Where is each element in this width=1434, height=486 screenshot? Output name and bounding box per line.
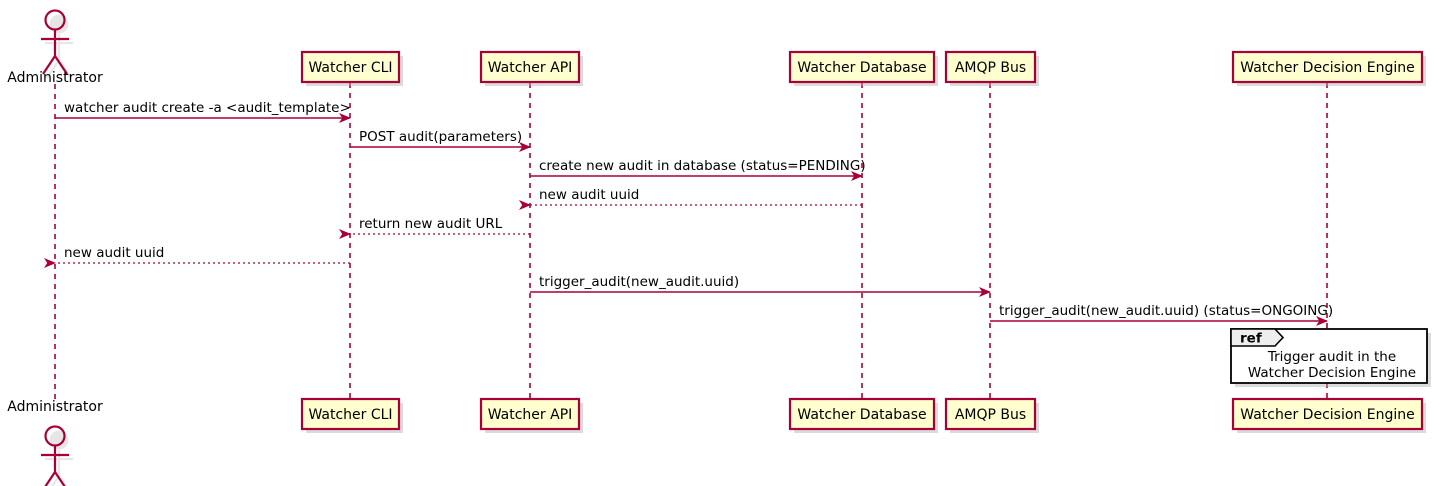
participant-amqp-bus[interactable]: AMQP Bus [944, 397, 1039, 433]
message-label: POST audit(parameters) [359, 129, 522, 145]
participant-box[interactable] [944, 50, 1037, 84]
message-msg-8: trigger_audit(new_audit.uuid) (status=ON… [990, 303, 1333, 326]
participant-watcher-decision-engine[interactable]: Watcher Decision Engine [1231, 397, 1426, 433]
actor-leg-left [44, 471, 56, 486]
participant-label: Watcher CLI [308, 60, 392, 76]
message-msg-3: create new audit in database (status=PEN… [530, 158, 866, 181]
message-label: new audit uuid [64, 245, 164, 261]
participant-label: Watcher Database [797, 60, 926, 76]
participant-watcher-api[interactable]: Watcher API [479, 397, 583, 433]
message-label: watcher audit create -a <audit_template> [64, 100, 351, 116]
actor-administrator[interactable]: Administrator [7, 9, 103, 87]
participant-label: Watcher API [488, 407, 573, 423]
ref-tab-label: ref [1240, 331, 1262, 347]
participant-box[interactable] [479, 50, 581, 84]
messages-layer: watcher audit create -a <audit_template>… [44, 100, 1333, 326]
message-msg-7: trigger_audit(new_audit.uuid) [530, 274, 991, 297]
participant-box[interactable] [944, 397, 1037, 431]
participant-box[interactable] [1231, 50, 1424, 84]
participant-box[interactable] [300, 397, 401, 431]
participant-label: AMQP Bus [955, 60, 1026, 76]
participant-box[interactable] [300, 50, 401, 84]
participant-watcher-cli[interactable]: Watcher CLI [300, 397, 403, 433]
actor-leg-right [54, 471, 66, 486]
participant-label: Watcher API [488, 60, 573, 76]
actor-leg-left [42, 55, 56, 75]
participant-watcher-database[interactable]: Watcher Database [788, 397, 938, 433]
participants-layer: Watcher CLI Watcher CLI Watcher API Watcher… [300, 50, 1426, 433]
participant-watcher-api[interactable]: Watcher API [479, 50, 583, 86]
message-label: trigger_audit(new_audit.uuid) [539, 274, 739, 290]
actor-shadow [45, 14, 73, 79]
participant-box[interactable] [788, 50, 936, 84]
ref-body-line: Trigger audit in the [1267, 349, 1396, 365]
message-label: trigger_audit(new_audit.uuid) (status=ON… [999, 303, 1333, 319]
participant-label: Watcher Database [797, 407, 926, 423]
ref-body-line: Watcher Decision Engine [1248, 365, 1416, 381]
participant-box[interactable] [1231, 397, 1424, 431]
message-msg-4: new audit uuid [519, 187, 862, 210]
participant-label: Watcher Decision Engine [1240, 60, 1414, 76]
message-msg-1: watcher audit create -a <audit_template> [55, 100, 351, 123]
participant-watcher-database[interactable]: Watcher Database [788, 50, 938, 86]
participant-box[interactable] [479, 397, 581, 431]
message-label: return new audit URL [359, 216, 503, 232]
participant-watcher-cli[interactable]: Watcher CLI [300, 50, 403, 86]
participant-label: Watcher CLI [308, 407, 392, 423]
actor-leg-right [54, 55, 68, 75]
actor-label: Administrator [7, 70, 103, 86]
participant-box[interactable] [788, 397, 936, 431]
participant-label: AMQP Bus [955, 407, 1026, 423]
ref-tab [1230, 328, 1285, 347]
actor-label: Administrator [7, 399, 103, 415]
message-msg-6: new audit uuid [44, 245, 350, 268]
participant-watcher-decision-engine[interactable]: Watcher Decision Engine [1231, 50, 1426, 86]
lifelines-layer [54, 83, 1328, 399]
actor-administrator[interactable]: Administrator [7, 399, 103, 486]
message-msg-5: return new audit URL [339, 216, 530, 239]
message-label: new audit uuid [539, 187, 639, 203]
message-msg-2: POST audit(parameters) [350, 129, 531, 152]
participant-amqp-bus[interactable]: AMQP Bus [944, 50, 1039, 86]
message-label: create new audit in database (status=PEN… [539, 158, 866, 174]
participant-label: Watcher Decision Engine [1240, 407, 1414, 423]
